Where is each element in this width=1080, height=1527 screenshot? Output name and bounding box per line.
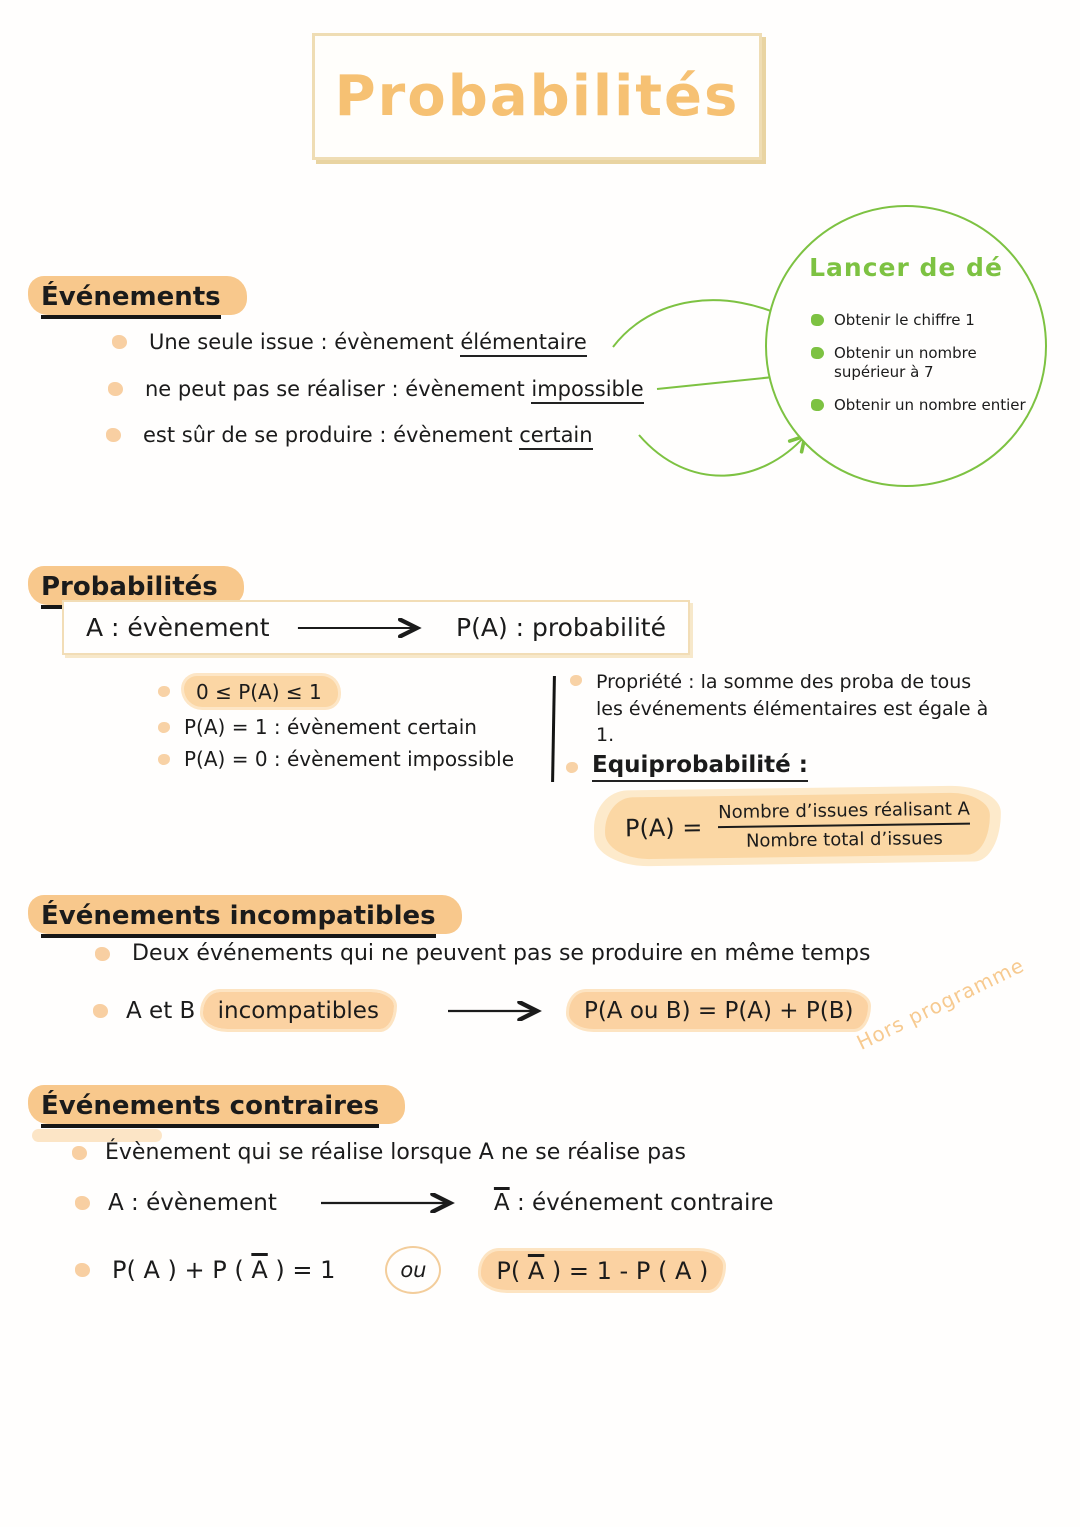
equiprobability-label: Equiprobabilité : [592,752,808,782]
statement-highlight: incompatibles [202,991,394,1029]
contrary-formula-row: P( A ) + P ( A ) = 1 ou P( A ) = 1 - P (… [75,1246,724,1294]
bullet-icon [566,761,578,773]
dice-item-text: Obtenir un nombre supérieur à 7 [834,343,977,382]
rule-highlighted: 0 ≤ P(A) ≤ 1 [184,676,338,707]
equiprobability-row: Equiprobabilité : [566,752,808,782]
dice-example-circle: Lancer de dé Obtenir le chiffre 1 Obteni… [765,205,1047,487]
identity-pre: P( A ) + P ( [112,1256,252,1284]
dice-circle-title: Lancer de dé [809,253,1003,282]
incompatible-heading-label: Événements incompatibles [41,901,436,938]
a-bar: A [251,1256,268,1284]
solved-pre: P( [496,1256,528,1285]
bullet-icon [106,428,121,442]
highlight-smear [32,1129,162,1142]
dice-item: Obtenir un nombre supérieur à 7 [811,344,1029,383]
solved-post: ) = 1 - P ( A ) [544,1256,709,1285]
dice-items-list: Obtenir le chiffre 1 Obtenir un nombre s… [811,311,1029,415]
contrary-definition-text: Évènement qui se réalise lorsque A ne se… [105,1140,686,1165]
bullet-icon [158,686,170,697]
probabilities-section-heading: Probabilités [28,566,244,609]
contrary-solved-formula: P( A ) = 1 - P ( A ) [481,1250,724,1290]
equiprobability-formula-highlight: P(A) = Nombre d’issues réalisant A Nombr… [593,785,1002,867]
contrary-identity-formula: P( A ) + P ( A ) = 1 [112,1256,335,1284]
a-bar: A [493,1190,510,1216]
event-item-keyword: impossible [531,377,644,404]
bullet-icon [75,1263,90,1277]
bullet-icon [72,1145,87,1160]
event-item-pre: Une seule issue : évènement [149,330,461,354]
probability-rules-list: 0 ≤ P(A) ≤ 1 P(A) = 1 : évènement certai… [158,676,514,771]
or-connector: ou [385,1246,442,1294]
or-label: ou [400,1258,427,1282]
property-note: Propriété : la somme des proba de tous l… [570,669,1000,749]
events-section-heading: Événements [28,276,247,319]
formula-fraction: Nombre d’issues réalisant A Nombre total… [718,798,971,853]
identity-post: ) = 1 [267,1256,336,1284]
dice-item: Obtenir le chiffre 1 [811,311,1029,331]
contrary-mapping-row: A : évènement A : événement contraire [75,1190,773,1216]
bullet-icon [75,1196,90,1210]
bullet-icon [95,946,110,961]
incompatible-formula-row: A et B incompatibles P(A ou B) = P(A) + … [93,991,869,1029]
contrary-section-heading: Événements contraires [28,1085,406,1128]
incompatible-section-heading: Événements incompatibles [28,895,462,938]
mapping-left-label: A : évènement [86,613,270,642]
dice-item: Obtenir un nombre entier [811,396,1029,416]
event-item-pre: est sûr de se produire : évènement [143,423,520,447]
right-arrow-icon [447,1000,542,1021]
contrary-heading-label: Événements contraires [41,1091,380,1128]
out-of-syllabus-watermark: Hors programme [852,952,1029,1055]
event-item-pre: ne peut pas se réaliser : évènement [145,377,532,401]
probabilities-heading-label: Probabilités [41,572,218,609]
event-item-impossible: ne peut pas se réaliser : évènement impo… [108,377,644,404]
contrary-mapping-left: A : évènement [108,1190,277,1216]
fraction-denominator: Nombre total d’issues [745,827,944,852]
incompatible-formula: P(A ou B) = P(A) + P(B) [568,992,869,1029]
bullet-icon [158,753,170,765]
mapping-right-label: P(A) : probabilité [456,613,666,642]
mapping-right-rest: : événement contraire [509,1190,774,1216]
dice-item-text: Obtenir un nombre entier [834,395,1026,414]
rule-item: 0 ≤ P(A) ≤ 1 [158,676,514,707]
page-title: Probabilités [334,64,740,129]
fraction-numerator: Nombre d’issues réalisant A [718,798,971,824]
rule-text: P(A) = 0 : évènement impossible [184,747,515,771]
formula-lhs: P(A) = [624,813,703,843]
green-bullet-icon [811,346,824,359]
incompatible-definition-text: Deux événements qui ne peuvent pas se pr… [132,941,871,966]
contrary-definition-row: Évènement qui se réalise lorsque A ne se… [72,1140,686,1165]
vertical-divider [551,675,556,783]
events-heading-label: Événements [41,282,221,319]
bullet-icon [570,675,582,686]
event-to-probability-box: A : évènement P(A) : probabilité [62,600,690,655]
bullet-icon [93,1003,108,1018]
event-item-elementary: Une seule issue : évènement élémentaire [112,330,587,357]
statement-pre: A et B [126,997,203,1024]
rule-item: P(A) = 0 : évènement impossible [158,747,514,771]
event-item-certain: est sûr de se produire : évènement certa… [106,423,593,450]
event-item-keyword: élémentaire [460,330,587,357]
event-item-keyword: certain [519,423,593,450]
rule-text: P(A) = 1 : évènement certain [184,715,477,739]
a-bar: A [527,1256,545,1285]
event-item-text: est sûr de se produire : évènement certa… [143,423,593,450]
bullet-icon [158,721,170,733]
contrary-mapping-right: A : événement contraire [494,1190,774,1216]
incompatible-statement: A et B incompatibles [126,991,394,1029]
rule-item: P(A) = 1 : évènement certain [158,715,514,739]
event-item-text: Une seule issue : évènement élémentaire [149,330,587,357]
green-bullet-icon [811,398,824,411]
incompatible-definition-row: Deux événements qui ne peuvent pas se pr… [95,941,870,966]
property-text: Propriété : la somme des proba de tous l… [596,671,989,747]
bullet-icon [112,335,127,349]
bullet-icon [108,382,123,396]
dice-item-text: Obtenir le chiffre 1 [834,311,975,329]
green-bullet-icon [811,314,824,326]
event-item-text: ne peut pas se réaliser : évènement impo… [145,377,644,404]
title-frame: Probabilités [312,33,762,160]
right-arrow-icon [320,1193,455,1213]
equiprobability-formula: P(A) = Nombre d’issues réalisant A Nombr… [604,792,991,860]
right-arrow-icon [297,617,422,638]
